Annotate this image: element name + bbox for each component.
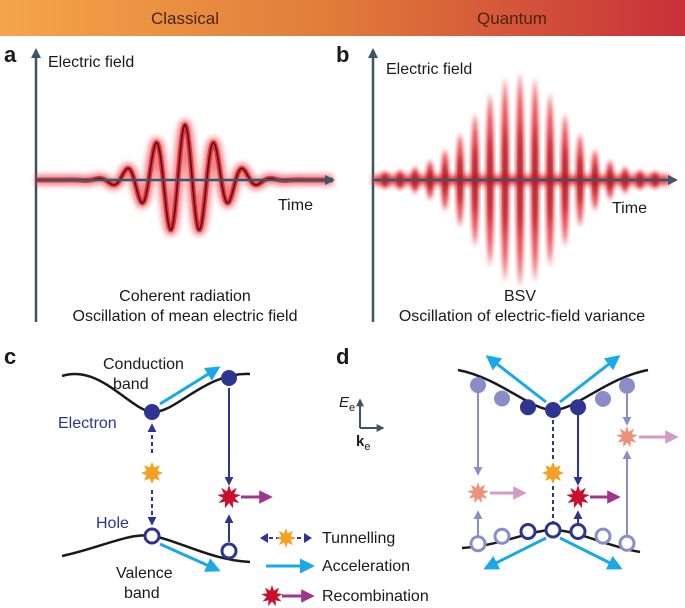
valence-band-label-line1: Valence [116,565,173,582]
hole-circle [519,523,537,540]
panel-a-waveform [36,118,333,236]
energy-axis-label: Ee [339,394,355,414]
recombination-star-icon [566,485,590,509]
hole-circle [469,535,487,553]
panel-b-y-axis-label: Electric field [386,61,472,78]
panel-c-letter: c [4,344,16,369]
electron-dot [570,399,586,416]
hole-circle [618,534,636,552]
hole-circle [493,527,511,545]
acceleration-arrow [483,536,547,570]
panel-d: d Ee ke [336,344,679,570]
electron-acceleration-arrow [159,366,221,406]
hole-circle [569,523,587,540]
electron-label: Electron [58,415,117,432]
panel-b: b Electric field Time BSV Oscillation of… [336,42,678,325]
electron-dot [595,390,611,407]
conduction-band-label-line1: Conduction [103,356,184,373]
panel-a-letter: a [4,42,17,67]
banner-quantum-label: Quantum [477,9,547,28]
banner-gradient [0,0,685,36]
recombination-star-icon [217,485,241,509]
legend-recombination-label: Recombination [322,588,429,605]
valence-band-label-line2: band [124,585,160,602]
panel-b-caption-line1: BSV [504,288,536,305]
panel-d-carrier-marks [467,355,679,570]
hole-label: Hole [96,515,129,532]
legend-tunnelling-left-arrowhead [260,533,268,543]
panel-a-y-axis-label: Electric field [48,54,134,71]
legend: Tunnelling Acceleration Recombination [260,528,429,607]
acceleration-arrow [559,355,621,404]
panel-c: c Conduction band Electron Hole Valence … [4,344,273,602]
accelerated-electron-dot [221,370,237,386]
hole-circle [544,521,562,539]
hole-circle [143,527,161,545]
panel-d-letter: d [336,344,349,369]
electron-dot [520,399,536,416]
panel-a-x-axis-label: Time [278,197,313,214]
panel-a-caption-line1: Coherent radiation [119,288,251,305]
acceleration-arrow [485,355,547,404]
conduction-band-label-line2: band [113,376,149,393]
momentum-axis-label: ke [356,433,370,453]
faded-recombination-star-icon [616,426,638,448]
legend-tunnelling-star-icon [276,528,296,548]
hole-acceleration-arrow [159,542,221,572]
electron-dot [619,377,635,394]
hole-circle [594,527,612,545]
acceleration-arrow [559,536,623,570]
panel-b-x-axis-label: Time [612,200,647,217]
panel-b-letter: b [336,42,349,67]
electron-dot [494,390,510,407]
tunnelling-star-icon [141,462,163,484]
accelerated-hole-circle [220,542,238,560]
electron-dot [545,402,561,418]
electron-dot [144,404,160,420]
legend-recombination-star-icon [261,585,283,607]
banner: Classical Quantum [0,0,685,36]
legend-acceleration-label: Acceleration [322,558,410,575]
panel-b-caption-line2: Oscillation of electric-field variance [399,308,645,325]
faded-recombination-star-icon [467,482,489,504]
legend-tunnelling-right-arrowhead [304,533,312,543]
panel-a-caption-line2: Oscillation of mean electric field [73,308,298,325]
legend-tunnelling-label: Tunnelling [322,530,395,547]
tunnelling-star-icon [542,462,564,484]
wave-glow [36,118,333,236]
banner-classical-label: Classical [151,9,219,28]
panel-a: a Electric field Time Coherent radiation… [4,42,335,325]
electron-dot [470,377,486,394]
